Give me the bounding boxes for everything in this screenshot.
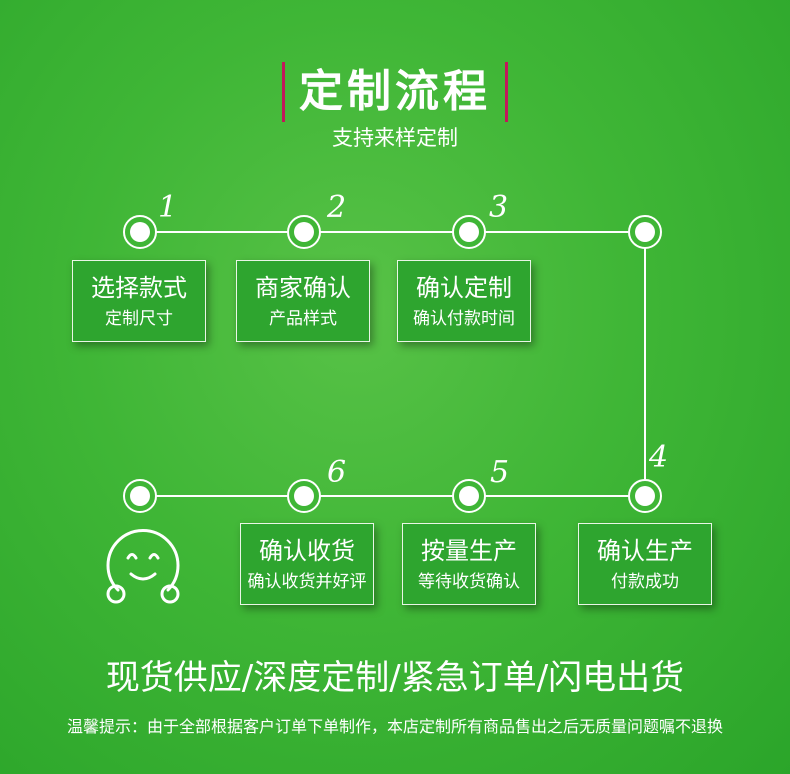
step-subtitle: 付款成功 bbox=[611, 572, 679, 592]
step-box-6: 确认收货 确认收货并好评 bbox=[240, 523, 374, 605]
step-box-1: 选择款式 定制尺寸 bbox=[72, 260, 206, 342]
step-subtitle: 定制尺寸 bbox=[105, 309, 173, 329]
step-title: 确认收货 bbox=[259, 537, 355, 565]
node-corner bbox=[628, 215, 662, 249]
node-step-6 bbox=[287, 479, 321, 513]
step-box-5: 按量生产 等待收货确认 bbox=[402, 523, 536, 605]
step-number-6: 6 bbox=[327, 455, 347, 490]
smiley-face-icon bbox=[106, 529, 180, 604]
step-number-3: 3 bbox=[489, 190, 509, 225]
step-number-1: 1 bbox=[158, 190, 178, 225]
step-title: 确认定制 bbox=[416, 274, 512, 302]
warm-notice: 温馨提示：由于全部根据客户订单下单制作，本店定制所有商品售出之后无质量问题嘱不退… bbox=[66, 717, 723, 736]
node-step-5 bbox=[452, 479, 486, 513]
flow-nodes bbox=[123, 215, 662, 513]
step-title: 按量生产 bbox=[421, 537, 517, 565]
step-title: 商家确认 bbox=[255, 274, 351, 302]
node-step-2 bbox=[287, 215, 321, 249]
node-step-4 bbox=[628, 479, 662, 513]
node-step-3 bbox=[452, 215, 486, 249]
node-step-1 bbox=[123, 215, 157, 249]
step-box-4: 确认生产 付款成功 bbox=[578, 523, 712, 605]
step-title: 确认生产 bbox=[597, 537, 693, 565]
step-subtitle: 等待收货确认 bbox=[418, 572, 520, 592]
node-end bbox=[123, 479, 157, 513]
step-title: 选择款式 bbox=[91, 274, 187, 302]
page-title: 定制流程 bbox=[282, 62, 508, 122]
step-subtitle: 确认付款时间 bbox=[413, 309, 515, 329]
step-box-3: 确认定制 确认付款时间 bbox=[397, 260, 531, 342]
step-subtitle: 产品样式 bbox=[269, 309, 337, 329]
step-number-5: 5 bbox=[490, 455, 510, 490]
slogan: 现货供应/深度定制/紧急订单/闪电出货 bbox=[105, 658, 685, 698]
step-number-4: 4 bbox=[649, 440, 669, 475]
step-box-2: 商家确认 产品样式 bbox=[236, 260, 370, 342]
title-block: 定制流程 bbox=[0, 62, 790, 122]
page-subtitle: 支持来样定制 bbox=[332, 126, 458, 150]
step-number-2: 2 bbox=[327, 190, 347, 225]
step-subtitle: 确认收货并好评 bbox=[247, 572, 367, 592]
